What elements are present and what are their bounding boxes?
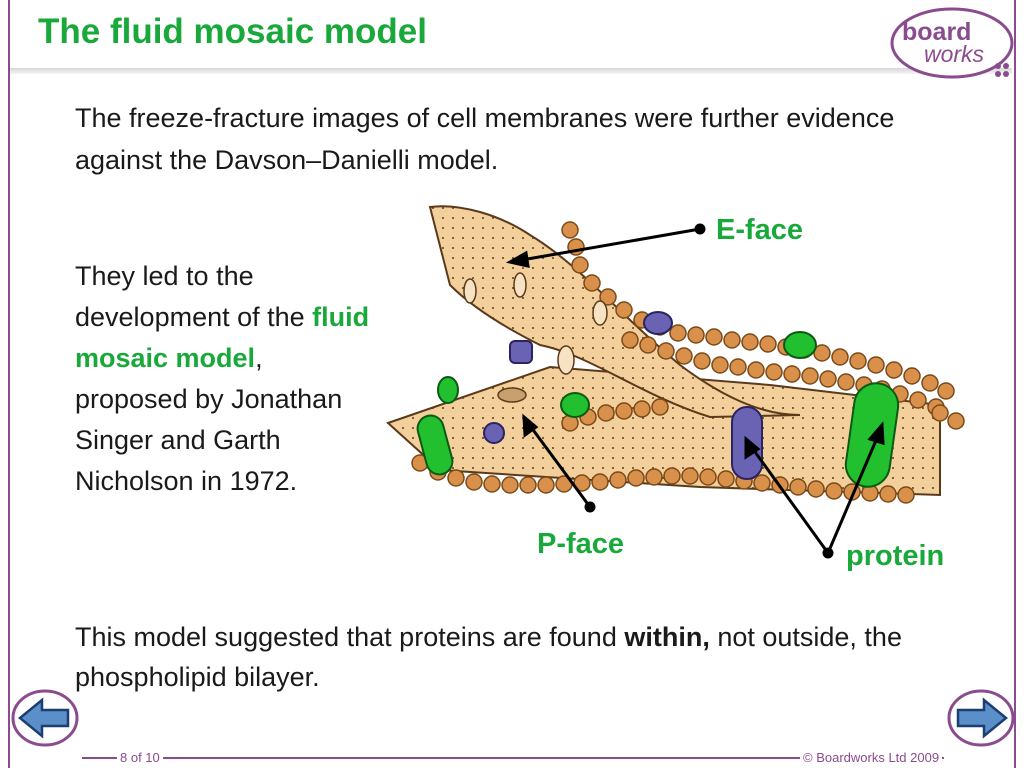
left-arrow-icon: [18, 697, 70, 739]
right-frame-border: [1014, 0, 1016, 768]
within-emphasis: within,: [624, 622, 710, 652]
conclusion-paragraph: This model suggested that proteins are f…: [75, 617, 975, 697]
left-frame-border: [8, 0, 10, 768]
page-number: 8 of 10: [117, 750, 163, 765]
logo-text-works: works: [924, 41, 985, 67]
copyright-notice: © Boardworks Ltd 2009: [800, 750, 943, 765]
p-face-pit: [497, 387, 527, 403]
e-face-label: E-face: [716, 214, 803, 246]
boardworks-logo: board works: [890, 7, 1014, 79]
membrane-diagram: E-face P-face protein: [386, 205, 965, 572]
history-text-end: , proposed by Jonathan Singer and Garth …: [75, 343, 343, 496]
slide-title: The fluid mosaic model: [38, 12, 427, 51]
conclusion-text-end: not outside, the phospholipid bilayer.: [75, 622, 902, 692]
intro-paragraph: The freeze-fracture images of cell membr…: [75, 103, 895, 175]
e-face-pits: [463, 272, 608, 375]
green-proteins: [416, 331, 900, 488]
conclusion-text-start: This model suggested that proteins are f…: [75, 622, 625, 652]
previous-slide-button[interactable]: [10, 688, 80, 748]
fluid-mosaic-highlight: fluid mosaic model: [75, 302, 370, 373]
right-arrow-icon: [956, 697, 1008, 739]
footer-line-left: [82, 757, 282, 759]
phospholipid-heads-lower: [411, 398, 965, 504]
protein-label: protein: [846, 540, 944, 572]
logo-text-board: board: [902, 18, 971, 46]
history-text-start: They led to the development of the: [75, 261, 313, 332]
title-bar: The fluid mosaic model: [10, 0, 878, 82]
label-arrows: [505, 223, 885, 559]
title-divider: [10, 68, 1012, 74]
footer-line-right: [282, 757, 944, 759]
next-slide-button[interactable]: [946, 688, 1016, 748]
model-history-paragraph: They led to the development of the fluid…: [75, 256, 375, 502]
p-face-label: P-face: [537, 528, 624, 560]
p-face-layer: [386, 365, 941, 497]
